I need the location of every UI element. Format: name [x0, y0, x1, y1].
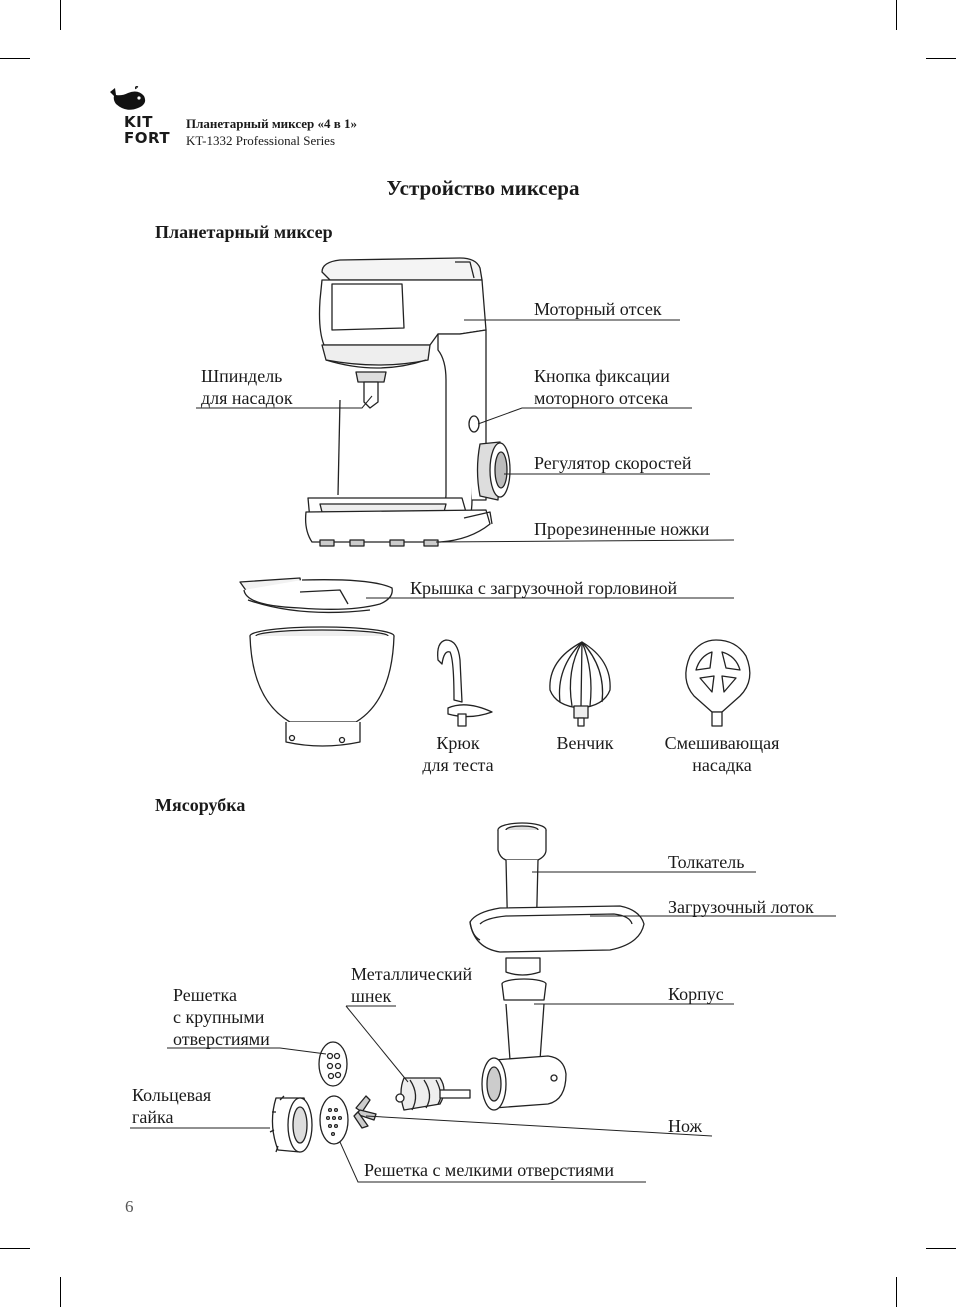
label-knife: Нож	[668, 1116, 702, 1136]
label-body: Корпус	[668, 984, 724, 1004]
label-lock-button-2: моторного отсека	[534, 388, 669, 408]
label-lock-button-1: Кнопка фиксации	[534, 366, 670, 386]
bowl-illustration	[249, 626, 395, 747]
dough-hook-illustration	[437, 639, 493, 727]
crop-mark	[926, 1248, 956, 1249]
label-pusher: Толкатель	[668, 852, 745, 872]
label-ring-nut-1: Кольцевая	[132, 1085, 212, 1105]
label-feeding-tray: Загрузочный лоток	[668, 897, 814, 917]
lid-illustration	[239, 577, 393, 614]
header-subtitle: KT-1332 Professional Series	[186, 133, 336, 148]
crop-mark	[926, 58, 956, 59]
label-rubber-feet: Прорезиненные ножки	[534, 519, 710, 539]
grinder-section-heading: Мясорубка	[155, 795, 246, 815]
label-dough-hook-1: Крюк	[436, 733, 480, 753]
label-flat-beater-2: насадка	[692, 755, 752, 775]
label-whisk: Венчик	[556, 733, 614, 753]
logo-text-fort: FORT	[124, 129, 171, 147]
label-flat-beater-1: Смешивающая	[664, 733, 780, 753]
crop-mark	[0, 58, 30, 59]
whale-icon	[110, 86, 146, 110]
mixer-section-heading: Планетарный миксер	[155, 222, 333, 242]
label-lid: Крышка с загрузочной горловиной	[410, 578, 678, 598]
label-coarse-plate-3: отверстиями	[173, 1029, 270, 1049]
page-title: Устройство миксера	[386, 176, 580, 200]
label-auger-2: шнек	[351, 986, 392, 1006]
page-number: 6	[125, 1197, 134, 1216]
meat-grinder-illustration	[269, 822, 645, 1153]
label-fine-plate: Решетка с мелкими отверстиями	[364, 1160, 614, 1180]
label-spindle-2: для насадок	[201, 388, 293, 408]
crop-mark	[60, 0, 61, 30]
label-auger-1: Металлический	[351, 964, 473, 984]
label-dough-hook-2: для теста	[422, 755, 494, 775]
label-speed-control: Регулятор скоростей	[534, 453, 692, 473]
label-spindle-1: Шпиндель	[201, 366, 283, 386]
label-coarse-plate-2: с крупными	[173, 1007, 265, 1027]
label-ring-nut-2: гайка	[132, 1107, 174, 1127]
crop-mark	[0, 1248, 30, 1249]
crop-mark	[896, 1277, 897, 1307]
logo-text-kit: KIT	[124, 113, 153, 131]
stand-mixer-illustration	[304, 257, 511, 547]
label-motor-unit: Моторный отсек	[534, 299, 662, 319]
header-title: Планетарный миксер «4 в 1»	[186, 116, 358, 131]
whisk-illustration	[549, 641, 611, 727]
leader-lines	[130, 319, 836, 1183]
crop-mark	[60, 1277, 61, 1307]
crop-mark	[896, 0, 897, 30]
kitfort-logo: KIT FORT	[108, 86, 170, 148]
label-coarse-plate-1: Решетка	[173, 985, 237, 1005]
flat-beater-illustration	[685, 639, 751, 727]
